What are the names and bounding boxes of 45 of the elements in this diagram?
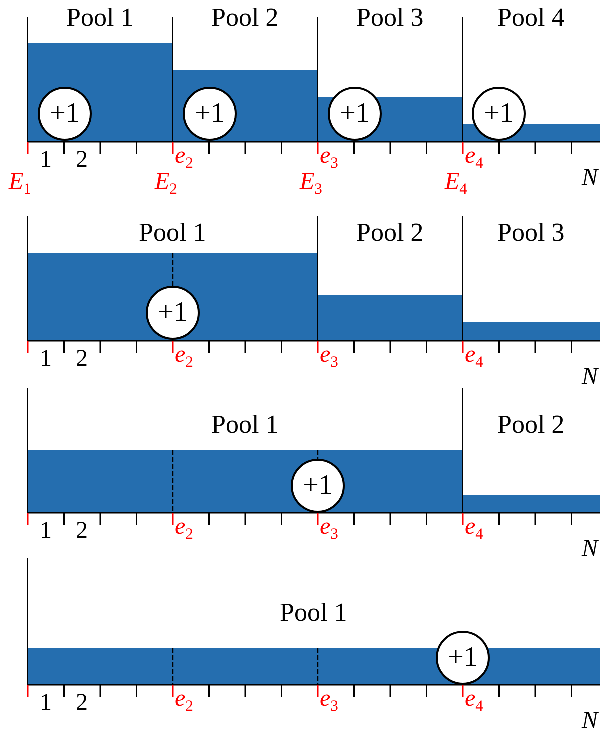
axis-variable: N (582, 364, 598, 390)
axis-variable: N (582, 536, 598, 562)
pool-label: Pool 4 (496, 4, 566, 32)
increment-circle: +1 (291, 459, 345, 513)
pool-label: Pool 1 (138, 219, 208, 247)
pool-label: Pool 2 (356, 219, 425, 247)
pool-label: Pool 2 (210, 4, 280, 32)
tick-label: 2 (76, 147, 88, 173)
pool-label: Pool 1 (210, 411, 280, 439)
increment-circle: +1 (328, 87, 382, 141)
tick-label: e$_{3}$ (320, 342, 338, 373)
tick-label: 1 (40, 346, 52, 372)
tick-label: 2 (76, 346, 88, 372)
tick-label: e$_{4}$ (465, 514, 484, 545)
tick-label: e$_{4}$ (465, 342, 484, 373)
tick-label: e$_{3}$ (320, 686, 338, 717)
pool-label: Pool 3 (356, 4, 425, 32)
increment-circle: +1 (183, 87, 237, 141)
axis-variable: N (582, 708, 598, 734)
pool-label: Pool 2 (496, 411, 566, 439)
pool-label: Pool 1 (66, 4, 135, 32)
tick-label: e$_{4}$ (465, 686, 484, 717)
tick-label: e$_{2}$ (175, 686, 194, 717)
increment-circle: +1 (38, 87, 92, 141)
tick-label: 1 (40, 518, 52, 544)
increment-circle: +1 (146, 286, 200, 340)
increment-circle: +1 (436, 631, 490, 685)
tick-label: e$_{3}$ (320, 143, 338, 174)
tick-label: e$_{4}$ (465, 143, 484, 174)
tick-label: 1 (40, 147, 52, 173)
tick-label: E$_{1}$ (9, 169, 32, 200)
tick-label: 2 (76, 518, 88, 544)
pool-label: Pool 1 (279, 599, 348, 627)
tick-label: e$_{2}$ (175, 143, 194, 174)
tick-label: 2 (76, 690, 88, 716)
axis-variable: N (582, 165, 598, 191)
tick-label: E$_{2}$ (155, 169, 178, 200)
tick-label: e$_{2}$ (175, 342, 194, 373)
increment-circle: +1 (472, 87, 526, 141)
pool-label: Pool 3 (496, 219, 566, 247)
tick-label: e$_{2}$ (175, 514, 194, 545)
tick-label: 1 (40, 690, 52, 716)
tick-label: E$_{4}$ (445, 169, 468, 200)
tick-label: e$_{3}$ (320, 514, 338, 545)
tick-label: E$_{3}$ (300, 169, 322, 200)
